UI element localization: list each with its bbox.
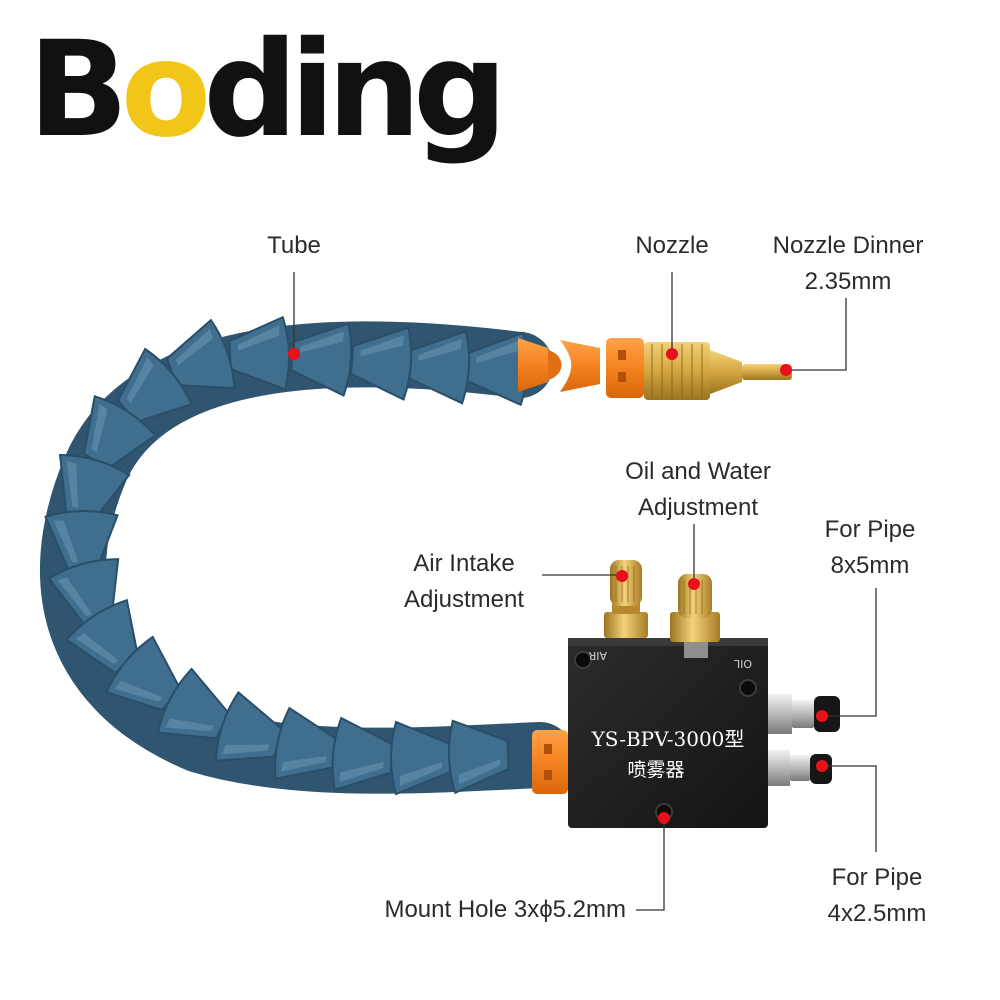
label-oil-water-line1: Oil and Water [625, 458, 771, 485]
label-nozzle-text: Nozzle [635, 232, 709, 259]
tube-segment [165, 318, 236, 390]
orange-connector-top [518, 338, 644, 398]
callout-dots [288, 348, 828, 824]
orange-connector-bottom [532, 730, 568, 794]
brass-nozzle [644, 342, 792, 400]
label-tube-text: Tube [267, 232, 321, 259]
sprayer-valve-block [568, 638, 768, 828]
tube-segment [82, 395, 157, 471]
label-mount-hole-text: Mount Hole 3xϕ5.2mm [384, 896, 626, 923]
dot-mount-hole [658, 812, 670, 824]
dot-nozzle [666, 348, 678, 360]
label-mount-hole: Mount Hole 3xϕ5.2mm [324, 892, 626, 928]
tube-segment [466, 331, 529, 407]
brand-logo: Boding [28, 24, 508, 156]
label-air-intake-line1: Air Intake [413, 550, 515, 577]
label-pipe-large-line2: 8x5mm [830, 552, 910, 579]
pipe-fitting-4x2-5 [768, 750, 832, 786]
tube-segment [65, 598, 140, 674]
tube-segment [390, 720, 451, 796]
coolant-tube-segments [44, 315, 529, 796]
tube-segment [350, 326, 413, 401]
label-pipe-small-line1: For Pipe [831, 864, 923, 891]
tube-segment [331, 716, 395, 792]
dot-pipe-small [816, 760, 828, 772]
label-nozzle-diameter-line2: 2.35mm [804, 268, 892, 295]
label-pipe-small: For Pipe 4x2.5mm [804, 860, 950, 932]
brand-logo-suffix: ding [203, 13, 507, 167]
tube-segment [447, 719, 510, 795]
dot-tube [288, 348, 300, 360]
label-oil-water-line2: Adjustment [637, 494, 759, 521]
air-intake-knob [604, 560, 648, 638]
dot-nozzle-diameter [780, 364, 792, 376]
tube-segment [58, 453, 131, 522]
label-pipe-small-line2: 4x2.5mm [827, 900, 927, 927]
tube-segment [290, 322, 353, 397]
tube-segment [408, 329, 471, 405]
tube-segment [47, 558, 120, 626]
block-model-text: YS-BPV-3000型 [591, 727, 745, 751]
label-nozzle-diameter: Nozzle Dinner 2.35mm [750, 228, 946, 300]
dot-pipe-large [816, 710, 828, 722]
tube-segment [214, 690, 285, 762]
port-label-oil: OIL [733, 657, 752, 670]
tube-segment [274, 706, 340, 780]
label-nozzle-diameter-line1: Nozzle Dinner [772, 232, 924, 259]
pipe-fitting-8x5 [768, 694, 840, 734]
block-name-text: 喷雾器 [627, 759, 684, 781]
label-nozzle: Nozzle [612, 228, 732, 264]
tube-segment [156, 667, 231, 740]
tube-segment [44, 509, 119, 572]
port-label-air: AIR [588, 649, 607, 662]
tube-segment [116, 347, 193, 424]
tube-segment [105, 635, 182, 712]
label-tube: Tube [254, 228, 334, 264]
label-pipe-large-line1: For Pipe [824, 516, 916, 543]
label-pipe-large: For Pipe 8x5mm [800, 512, 940, 584]
label-air-intake-line2: Adjustment [403, 586, 525, 613]
dot-oil-water [688, 578, 700, 590]
brand-logo-accent: o [120, 13, 212, 167]
label-oil-water: Oil and Water Adjustment [598, 454, 798, 526]
brand-logo-prefix: B [28, 13, 129, 167]
label-air-intake: Air Intake Adjustment [384, 546, 544, 618]
dot-air-intake [616, 570, 628, 582]
